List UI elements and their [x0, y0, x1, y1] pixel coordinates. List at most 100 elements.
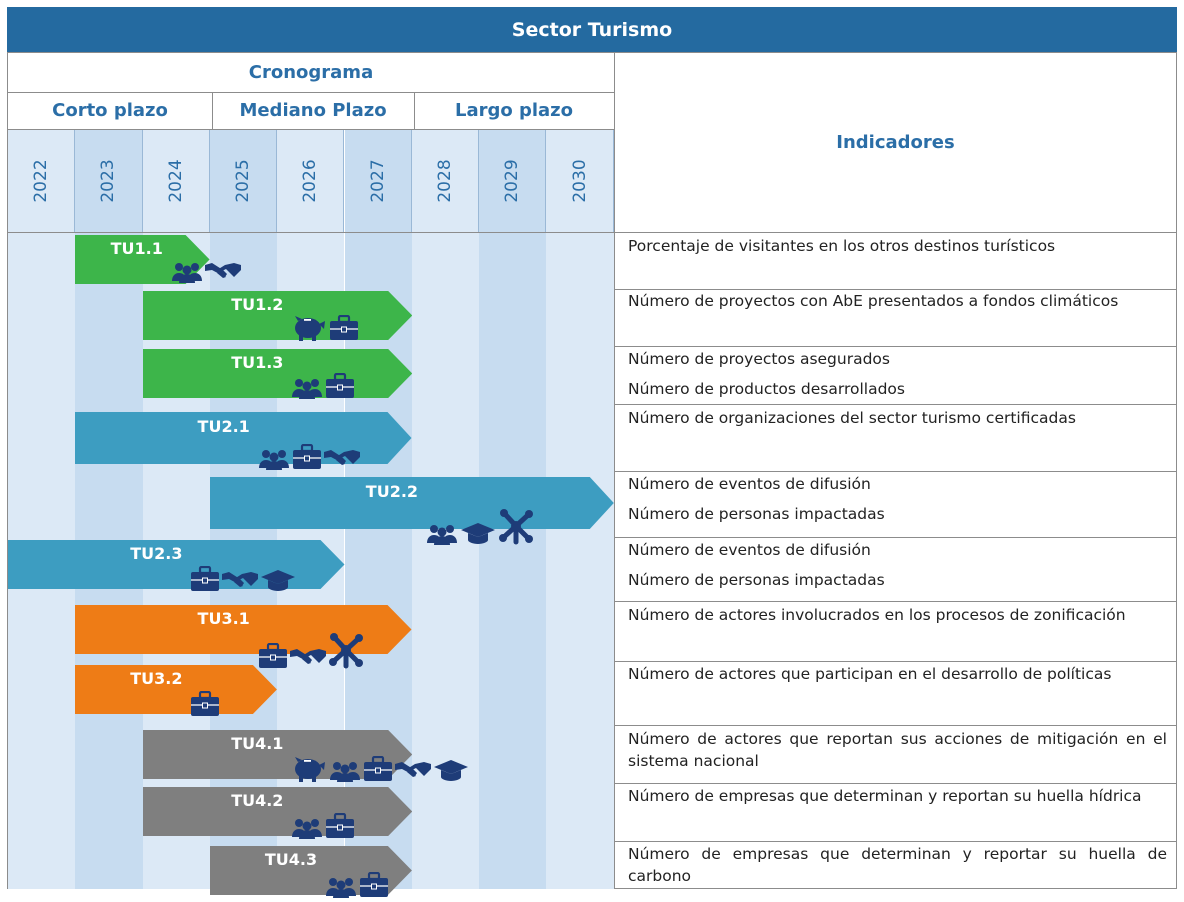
year-header-2029: 2029	[479, 129, 547, 232]
indicator-row: Número de empresas que determinan y repo…	[614, 784, 1177, 842]
briefcase-icon	[325, 812, 355, 843]
handshake-icon	[204, 259, 241, 287]
year-header-2022: 2022	[8, 129, 76, 232]
graduation-cap-icon	[260, 568, 296, 596]
handshake-icon	[222, 568, 259, 596]
divider	[414, 92, 415, 129]
gantt-bar-shape	[75, 665, 278, 714]
indicator-text: Número de empresas que determinan y repo…	[628, 787, 1142, 805]
year-column-2029	[479, 232, 547, 889]
year-header-2026: 2026	[277, 129, 345, 232]
year-header-2025: 2025	[209, 129, 278, 232]
instrument-icons	[190, 690, 220, 721]
gantt-bar: TU2.1	[75, 412, 412, 464]
gantt-bar-shape	[8, 540, 345, 589]
gantt-bar-shape	[209, 477, 614, 529]
indicator-text: Número de proyectos asegurados	[628, 350, 890, 368]
activity-code: TU3.1	[197, 608, 250, 628]
indicator-text: Número de proyectos con AbE presentados …	[628, 292, 1119, 310]
year-label: 2029	[502, 158, 523, 203]
divider	[7, 52, 1177, 53]
briefcase-icon	[363, 755, 393, 786]
people-icon	[171, 259, 203, 287]
indicator-text: Número de eventos de difusión	[628, 475, 871, 493]
year-header-2023: 2023	[75, 129, 143, 232]
handshake-icon	[323, 446, 360, 474]
year-header-2030: 2030	[546, 129, 614, 232]
year-column-2030	[546, 232, 614, 889]
instrument-icons	[291, 314, 359, 345]
activity-code: TU4.3	[264, 849, 318, 869]
indicator-row: Número de actores que participan en el d…	[614, 662, 1177, 726]
activity-code: TU3.2	[130, 668, 183, 688]
indicator-row: Número de proyectos con AbE presentados …	[614, 289, 1177, 347]
year-header-2024: 2024	[142, 129, 210, 232]
activity-code: TU2.2	[365, 482, 419, 501]
handshake-icon	[289, 645, 326, 673]
instrument-icons	[258, 631, 364, 673]
divider	[7, 92, 614, 93]
year-label: 2022	[31, 158, 52, 203]
people-icon	[291, 815, 323, 843]
people-icon	[325, 874, 357, 902]
indicator-text: Número de organizaciones del sector turi…	[628, 409, 1076, 427]
year-label: 2027	[367, 158, 388, 203]
plazo-largo-header: Largo plazo	[454, 100, 574, 121]
instrument-icons	[291, 755, 469, 786]
indicator-text: Número de personas impactadas	[628, 571, 885, 589]
gantt-bar: TU4.2	[142, 787, 412, 836]
briefcase-icon	[190, 690, 220, 721]
briefcase-icon	[258, 642, 288, 673]
gantt-bar: TU1.2	[142, 291, 412, 340]
instrument-icons	[325, 871, 389, 902]
indicator-text: Número de actores involucrados en los pr…	[628, 606, 1126, 624]
gantt-bar: TU2.3	[8, 540, 345, 589]
indicadores-header: Indicadores	[836, 131, 955, 153]
indicator-row: Número de empresas que determinan y repo…	[614, 842, 1177, 892]
divider	[7, 232, 1177, 233]
activity-code: TU2.3	[130, 543, 183, 563]
instrument-icons	[171, 259, 241, 287]
piggy-bank-icon	[291, 756, 327, 786]
briefcase-icon	[325, 372, 355, 403]
indicator-text: Número de actores que participan en el d…	[628, 665, 1112, 683]
year-label: 2026	[300, 158, 321, 203]
briefcase-icon	[359, 871, 389, 902]
piggy-bank-icon	[291, 315, 327, 345]
gantt-bar: TU1.1	[75, 235, 210, 284]
graduation-cap-icon	[460, 521, 496, 549]
people-icon	[291, 375, 323, 403]
year-label: 2025	[233, 158, 254, 203]
gantt-bar: TU3.1	[75, 605, 412, 654]
indicator-text: Porcentaje de visitantes en los otros de…	[628, 237, 1056, 255]
indicator-row: Número de organizaciones del sector turi…	[614, 406, 1177, 472]
activity-code: TU1.1	[110, 238, 163, 258]
people-icon	[258, 446, 290, 474]
year-label: 2024	[165, 158, 186, 203]
year-header-2027: 2027	[344, 129, 412, 232]
plazo-mediano-header: Mediano Plazo	[239, 100, 387, 121]
divider	[7, 129, 614, 130]
year-header-2028: 2028	[411, 129, 480, 232]
divider	[212, 92, 213, 129]
network-icon	[328, 631, 364, 673]
gantt-bar-shape	[75, 605, 412, 654]
activity-code: TU1.3	[231, 352, 284, 372]
year-label: 2030	[569, 158, 590, 203]
network-icon	[498, 507, 534, 549]
indicator-text: Número de eventos de difusión	[628, 541, 871, 559]
gantt-bar: TU1.3	[142, 349, 412, 398]
activity-code: TU2.1	[197, 417, 250, 436]
people-icon	[426, 521, 458, 549]
indicator-text: Número de empresas que determinan y repo…	[628, 845, 1167, 885]
gantt-bar: TU3.2	[75, 665, 278, 714]
indicator-row: Porcentaje de visitantes en los otros de…	[614, 234, 1177, 290]
indicator-row: Número de actores involucrados en los pr…	[614, 603, 1177, 662]
gantt-bar-shape	[75, 235, 210, 284]
people-icon	[329, 758, 361, 786]
instrument-icons	[258, 443, 360, 474]
instrument-icons	[291, 372, 355, 403]
instrument-icons	[291, 812, 355, 843]
